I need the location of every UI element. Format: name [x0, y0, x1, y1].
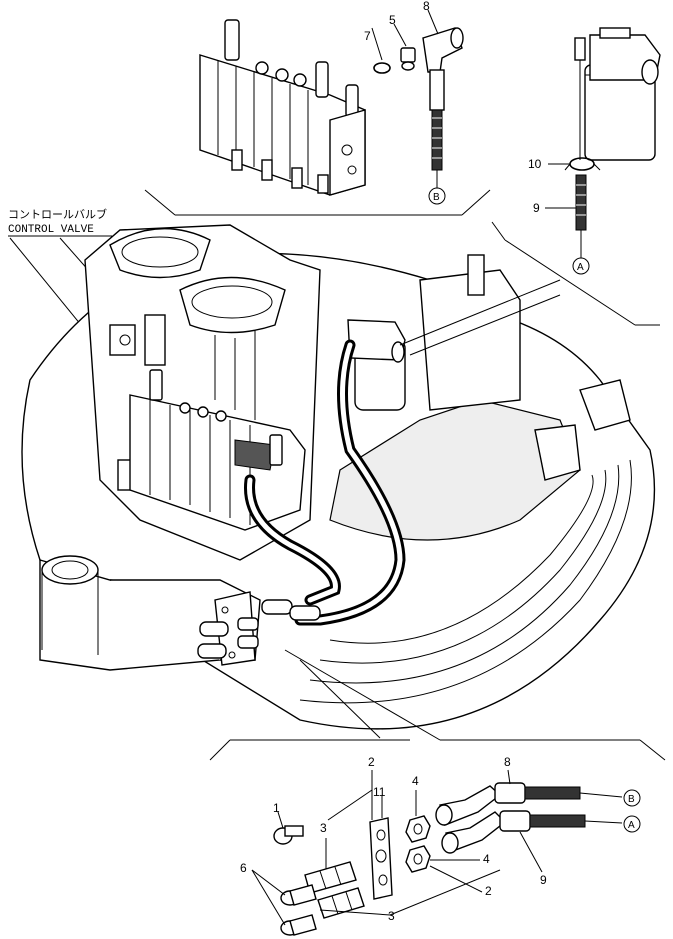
ref-circle-b-top — [428, 187, 446, 205]
machine-body — [21, 252, 656, 730]
ref-circle-b-bottom — [623, 789, 641, 807]
ref-b-bottom: B — [628, 794, 635, 805]
callout-3-top: 3 — [320, 821, 327, 835]
callout-9-top: 9 — [533, 201, 540, 215]
callout-11: 11 — [373, 785, 386, 799]
callout-5: 5 — [389, 13, 396, 27]
plate-part — [369, 817, 393, 900]
callout-10: 10 — [528, 157, 542, 171]
filter-detail — [574, 27, 661, 161]
ref-circle-a-top — [572, 257, 590, 275]
callout-2-top: 2 — [368, 755, 375, 769]
ref-a-bottom: A — [628, 820, 635, 831]
callout-8-top: 8 — [423, 0, 430, 13]
callout-7: 7 — [364, 29, 371, 43]
callout-4-bottom: 4 — [483, 852, 490, 866]
elbow-hose-top — [422, 27, 464, 188]
callout-4-top: 4 — [412, 774, 419, 788]
adapter-part — [400, 47, 416, 71]
ref-b-top: B — [433, 192, 440, 203]
o-ring-part — [373, 62, 391, 74]
nut-parts — [405, 815, 431, 873]
installed-valve — [129, 369, 306, 531]
ref-circle-a-bottom — [623, 815, 641, 833]
ref-a-top: A — [577, 262, 584, 273]
callout-9-bottom: 9 — [540, 873, 547, 887]
callout-2-bottom: 2 — [485, 884, 492, 898]
plug-parts — [280, 884, 317, 936]
control-valve-detail — [199, 19, 366, 196]
hose-end-parts — [435, 782, 586, 854]
bolt-part — [273, 825, 304, 845]
title-jp: コントロールバルブ — [8, 207, 107, 221]
callout-8-bottom: 8 — [504, 755, 511, 769]
callout-1: 1 — [273, 801, 280, 815]
hose-9-top — [575, 174, 587, 258]
swivel-fittings — [197, 591, 321, 666]
hose-routing — [244, 339, 406, 626]
installed-filter — [347, 319, 406, 411]
callout-3-bottom: 3 — [388, 909, 395, 923]
title-en: CONTROL VALVE — [8, 224, 94, 236]
callout-6: 6 — [240, 861, 247, 875]
